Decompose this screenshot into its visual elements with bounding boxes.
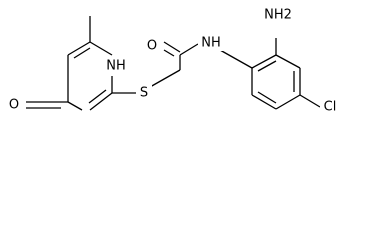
bond-ar5-ar6-inner — [257, 91, 277, 104]
bond-s-ch2 — [149, 69, 181, 88]
bond-co-o — [163, 49, 175, 57]
atom-sulfur: S — [140, 86, 148, 101]
bond-nh-aryl — [219, 49, 253, 69]
atom-o-amide: O — [147, 39, 157, 54]
bond-c2-n3 — [89, 92, 113, 111]
bond-ar1-ar2 — [251, 54, 277, 69]
bond-co-o-double — [163, 41, 181, 53]
bonds — [26, 16, 321, 111]
bond-c2-n3-double — [88, 89, 107, 104]
atom-nh-amide: NH — [201, 36, 221, 51]
atom-nh2: NH2 — [264, 8, 292, 23]
bond-c5-c6 — [67, 41, 91, 56]
bond-ar4-ar5 — [275, 94, 301, 110]
bond-c5-c6-double — [73, 47, 91, 59]
bond-n3-c4 — [67, 101, 83, 111]
atom-nh-ring: NH — [106, 59, 126, 74]
bond-ar4-cl — [299, 94, 321, 108]
chemical-structure: NH O S O NH NH2 Cl — [6, 7, 340, 115]
bond-ar2-ar3 — [275, 54, 301, 69]
atom-chlorine: Cl — [324, 100, 337, 115]
bond-ar5-ar6 — [251, 94, 277, 110]
atom-labels: NH O S O NH NH2 Cl — [6, 7, 340, 115]
bond-co-nh — [179, 43, 199, 56]
atom-o-ring: O — [9, 98, 19, 113]
bond-c6-n1 — [89, 41, 113, 56]
bond-ar1-ar2-inner — [257, 60, 277, 72]
